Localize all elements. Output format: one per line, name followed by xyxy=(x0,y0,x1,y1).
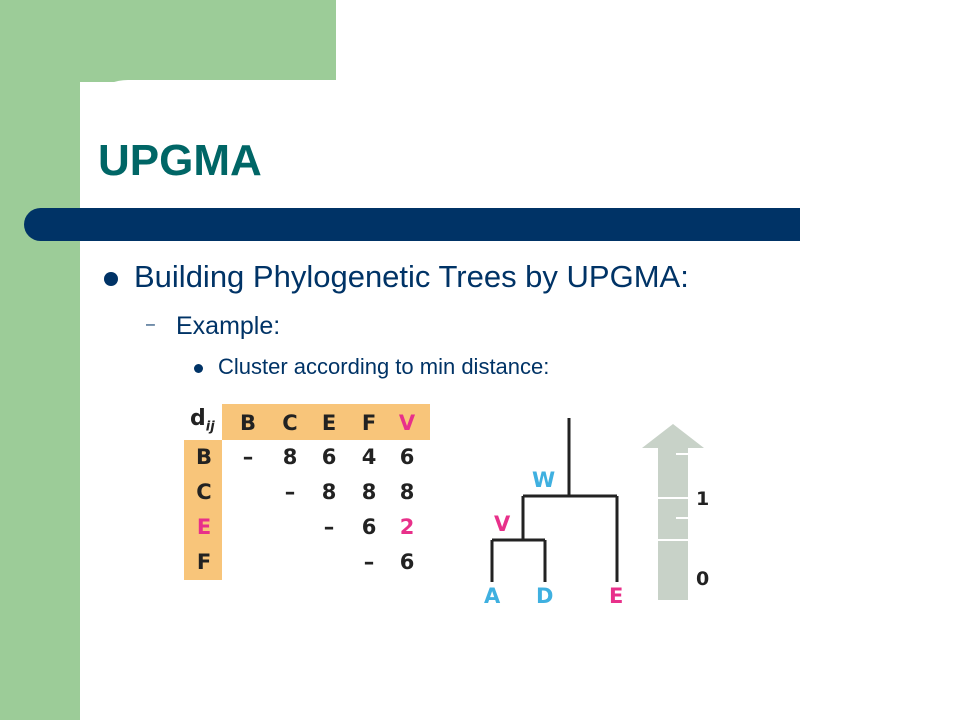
matrix-cell: 4 xyxy=(361,445,377,469)
tree-diagram xyxy=(490,418,704,600)
matrix-column-header: C xyxy=(282,411,298,435)
matrix-cell: – xyxy=(284,480,296,504)
scale-arrow-shape xyxy=(642,424,704,600)
scale-arrow xyxy=(642,424,704,600)
scale-label-0: 0 xyxy=(696,568,710,590)
leaf-label-e: E xyxy=(609,584,624,608)
matrix-header-background xyxy=(222,404,430,440)
bullet-text: Building Phylogenetic Trees by UPGMA: xyxy=(134,259,689,294)
left-accent-bar xyxy=(0,0,80,720)
node-label-w: W xyxy=(532,468,556,492)
bullet-dot xyxy=(194,364,203,373)
matrix-cell xyxy=(228,545,268,580)
matrix-cell: – xyxy=(242,445,254,469)
matrix-column-header: V xyxy=(398,411,416,435)
bullet-dash: – xyxy=(146,316,155,333)
matrix-column-header: E xyxy=(321,411,337,435)
matrix-cell: 6 xyxy=(321,445,337,469)
matrix-cell: 6 xyxy=(399,550,415,574)
matrix-corner-label: dij xyxy=(190,406,215,434)
matrix-cell: 8 xyxy=(282,445,298,469)
leaf-label-d: D xyxy=(536,584,554,608)
matrix-cell: 8 xyxy=(399,480,415,504)
slide-title: UPGMA xyxy=(98,136,262,185)
matrix-cell: 8 xyxy=(361,480,377,504)
matrix-corner-subscript: ij xyxy=(205,419,215,435)
matrix-row-header-background xyxy=(184,440,222,580)
bullet-text: Example: xyxy=(176,312,281,340)
bullet-dot xyxy=(104,272,118,286)
leaf-label-a: A xyxy=(484,584,501,608)
tree-branches xyxy=(490,418,619,582)
matrix-cell xyxy=(270,510,310,545)
scale-label-1: 1 xyxy=(696,488,710,510)
matrix-cell xyxy=(309,545,349,580)
matrix-row-header: C xyxy=(196,480,212,504)
matrix-column-header: B xyxy=(239,411,256,435)
bullet-text: Cluster according to min distance: xyxy=(218,354,550,379)
matrix-column-header: F xyxy=(361,411,377,435)
matrix-cell: – xyxy=(323,515,335,539)
matrix-row-header: B xyxy=(195,445,212,469)
matrix-row-header: E xyxy=(196,515,212,539)
matrix-cell xyxy=(228,475,268,510)
matrix-corner-symbol: d xyxy=(190,406,206,431)
matrix-cell: – xyxy=(363,550,375,574)
content-panel xyxy=(80,80,960,720)
node-label-v: V xyxy=(494,512,511,536)
matrix-cell: 6 xyxy=(361,515,377,539)
matrix-row-header: F xyxy=(196,550,212,574)
matrix-cell: 8 xyxy=(321,480,337,504)
phylogenetic-tree: W V A D E 1 0 xyxy=(470,410,740,610)
matrix-cell xyxy=(270,545,310,580)
top-accent-bar xyxy=(0,0,336,82)
matrix-cell: 6 xyxy=(399,445,415,469)
matrix-cell xyxy=(228,510,268,545)
title-underline-bar xyxy=(24,208,800,241)
matrix-cell: 2 xyxy=(399,515,415,539)
